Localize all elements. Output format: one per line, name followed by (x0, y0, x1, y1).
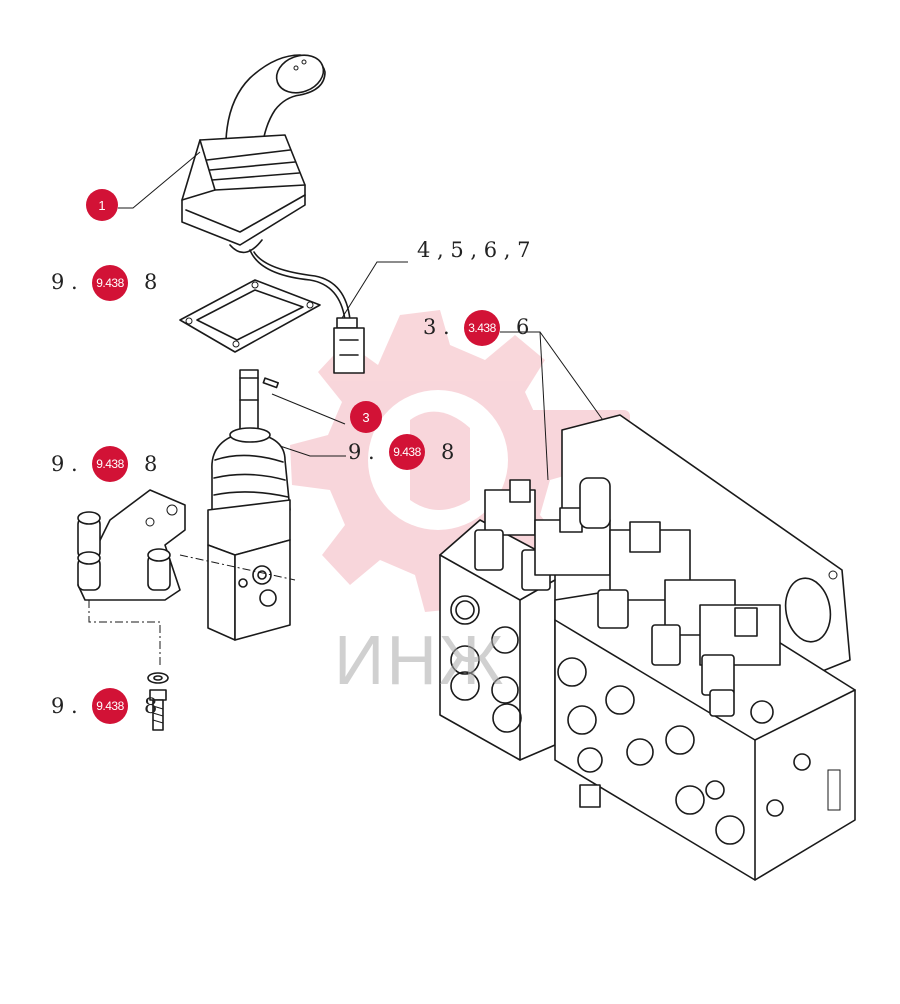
main-control-valve (439, 414, 856, 881)
reference-suffix-bolt: 8 (144, 694, 158, 718)
reference-badge-boot[interactable]: 9.438 (389, 434, 425, 470)
reference-badge-bolt[interactable]: 9.438 (92, 688, 128, 724)
pilot-valve-unit (207, 427, 346, 641)
leader-line-part-1 (118, 151, 201, 209)
reference-suffix-boot: 8 (441, 440, 455, 464)
reference-prefix-bolt: 9 . (51, 694, 78, 718)
reference-suffix-valve: 6 (516, 315, 530, 339)
reference-badge-bracket[interactable]: 9.438 (92, 446, 128, 482)
reference-badge-gasket[interactable]: 9.438 (92, 265, 128, 301)
leader-line-4567 (341, 261, 408, 319)
reference-badge-valve[interactable]: 3.438 (464, 310, 500, 346)
callout-badge-part-3[interactable]: 3 (350, 401, 382, 433)
reference-label-4567: 4 , 5 , 6 , 7 (417, 238, 531, 262)
reference-prefix-gasket: 9 . (51, 270, 78, 294)
reference-prefix-bracket: 9 . (51, 452, 78, 476)
control-shaft (239, 369, 346, 431)
watermark-gear-icon (290, 310, 630, 612)
watermark-text: ИНЖ (334, 621, 506, 699)
reference-prefix-valve: 3 . (423, 315, 450, 339)
bolt-washer (147, 672, 169, 731)
joystick-handle (181, 54, 365, 374)
callout-badge-part-1[interactable]: 1 (86, 189, 118, 221)
mounting-bracket (77, 489, 296, 665)
reference-prefix-boot: 9 . (348, 440, 375, 464)
reference-suffix-bracket: 8 (144, 452, 158, 476)
gasket-plate (179, 279, 321, 353)
reference-suffix-gasket: 8 (144, 270, 158, 294)
